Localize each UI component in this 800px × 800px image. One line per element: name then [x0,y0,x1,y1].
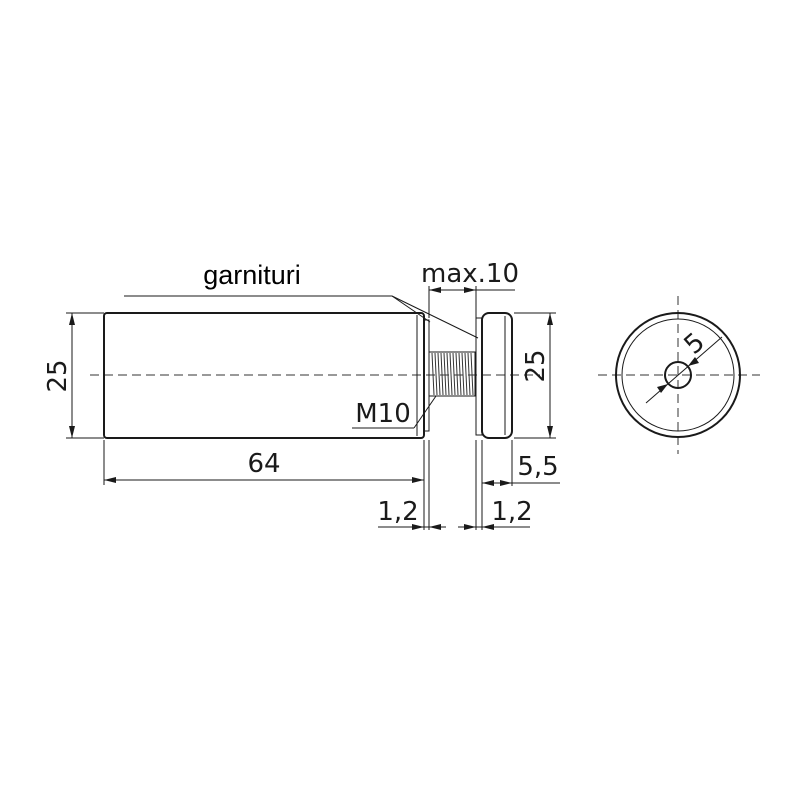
head-cap [481,312,513,439]
dimension-length: 64 [103,440,425,530]
thread-line [440,352,444,396]
dim-gasket-right-label: 1,2 [491,497,532,527]
dim-diameter-left-label: 25 [43,359,73,392]
dimension-head-thickness: 5,5 [482,440,560,486]
threaded-rod [428,351,476,397]
front-view: 5 [598,296,760,454]
thread-line [470,352,474,396]
thread-line [464,352,468,396]
dim-diameter-right-label: 25 [521,349,551,382]
dim-length-label: 64 [247,449,280,479]
thread-line [455,352,459,396]
hole-circle [664,361,692,389]
thread-line [443,352,447,396]
hole-dimension-line [645,336,723,404]
thread-line [431,352,435,396]
dim-head-thickness-label: 5,5 [517,452,558,482]
dim-hole-label: 5 [679,327,711,360]
thread-line [446,352,450,396]
dim-gasket-left-label: 1,2 [377,497,418,527]
dimension-gasket-right: 1,2 [458,440,533,530]
thread-line [452,352,456,396]
dimension-diameter-left: 25 [43,312,104,439]
thread-line [458,352,462,396]
thread-line [449,352,453,396]
dimension-diameter-right: 25 [514,312,556,439]
dimension-adjust-max: max.10 [421,259,519,318]
callout-thread-label: M10 [355,399,411,429]
head-outer-circle [615,312,741,438]
thread-line [467,352,471,396]
callout-gaskets-label: garnituri [203,260,301,290]
head-inner-circle [621,318,735,432]
dim-adjust-max-label: max.10 [421,259,519,289]
dimension-gasket-left: 1,2 [377,440,446,530]
thread-line [437,352,441,396]
callout-thread: M10 [352,395,437,429]
callout-gaskets: garnituri [124,260,479,339]
side-view [90,312,540,439]
thread-line [461,352,465,396]
thread-line [434,352,438,396]
